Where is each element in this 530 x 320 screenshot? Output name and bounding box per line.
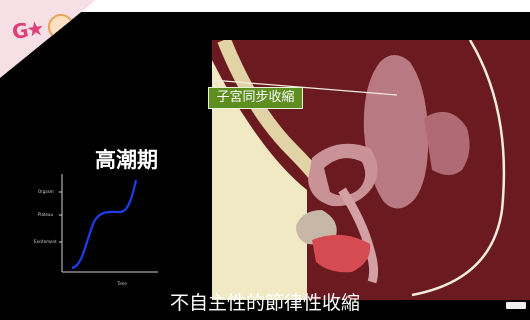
- arousal-curve-svg: [59, 174, 158, 273]
- bladder-inner: [324, 158, 366, 196]
- fallopian-region: [424, 111, 470, 175]
- pelvic-anatomy-illustration: [212, 40, 530, 300]
- callout-leader-line: [212, 79, 398, 96]
- phase-title: 高潮期: [95, 148, 158, 172]
- y-label-orgasm: Orgasm: [38, 189, 54, 194]
- pubic-structure: [296, 210, 337, 245]
- arousal-curve-graph: Orgasm Plateau Excitement Time: [28, 170, 168, 295]
- logo-mascot-icon: [48, 14, 74, 40]
- arousal-curve: [71, 179, 138, 270]
- corner-watermark: [506, 302, 526, 309]
- perineal-tissue: [312, 234, 371, 273]
- subtitle-caption: 不自主性的節律性收縮: [169, 292, 360, 314]
- uterus-callout-label: 子宮同步收縮: [208, 87, 303, 109]
- abdominal-wall-line: [411, 40, 506, 297]
- top-white-strip: [0, 0, 530, 12]
- channel-logo: G★: [0, 0, 96, 78]
- pelvic-bone-band: [212, 60, 307, 300]
- logo-mark: G★: [10, 16, 44, 44]
- y-label-excitement: Excitement: [34, 239, 57, 244]
- x-label-time: Time: [117, 281, 127, 286]
- y-label-plateau: Plateau: [38, 212, 53, 217]
